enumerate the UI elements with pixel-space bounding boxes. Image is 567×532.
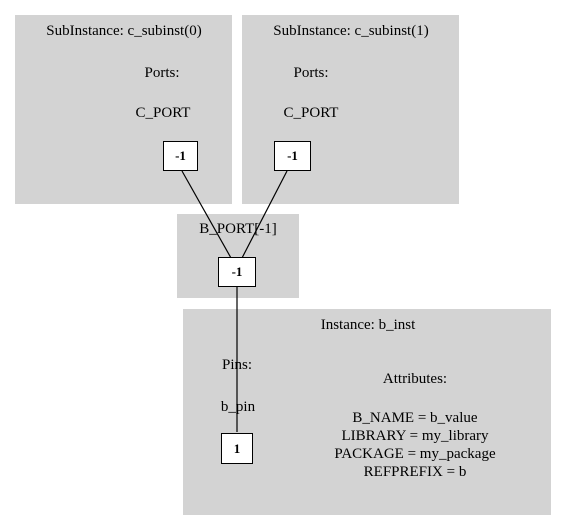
attributes-label: Attributes: — [382, 371, 448, 387]
bport-node[interactable]: -1 — [218, 257, 256, 287]
port-node-0[interactable]: -1 — [163, 141, 198, 171]
attributes-list: B_NAME = b_value LIBRARY = my_library PA… — [334, 409, 495, 481]
ports-label-0: Ports: — [144, 65, 180, 81]
instance-cluster — [183, 309, 551, 515]
attribute-line: REFPREFIX = b — [363, 464, 467, 480]
pin-node[interactable]: 1 — [221, 433, 253, 464]
attribute-line: B_NAME = b_value — [352, 410, 478, 426]
subinstance-title-0: SubInstance: c_subinst(0) — [46, 23, 202, 39]
pins-label: Pins: — [221, 357, 253, 373]
instance-title: Instance: b_inst — [320, 317, 416, 333]
attribute-line: LIBRARY = my_library — [341, 428, 489, 444]
pin-name: b_pin — [220, 399, 256, 415]
port-node-1[interactable]: -1 — [274, 141, 311, 171]
ports-label-1: Ports: — [293, 65, 329, 81]
subinstance-cluster-0 — [15, 15, 232, 204]
attribute-line: PACKAGE = my_package — [334, 446, 496, 462]
port-name-0: C_PORT — [135, 105, 191, 121]
port-name-1: C_PORT — [283, 105, 339, 121]
subinstance-cluster-1 — [242, 15, 459, 204]
subinstance-title-1: SubInstance: c_subinst(1) — [273, 23, 429, 39]
bport-title: B_PORT[-1] — [199, 221, 277, 237]
